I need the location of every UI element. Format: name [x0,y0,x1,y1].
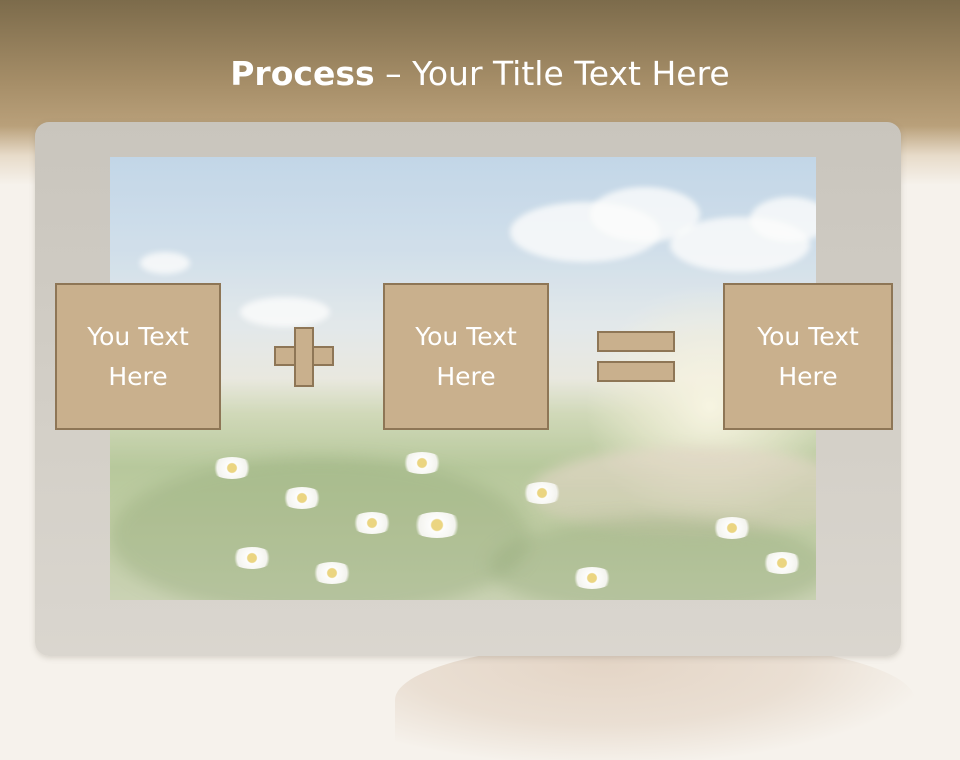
slide-title: Process – Your Title Text Here [0,52,960,96]
process-box-3[interactable]: You Text Here [723,283,893,430]
process-box-2[interactable]: You Text Here [383,283,549,430]
process-box-1-text: You Text Here [87,321,189,391]
meadow-photo [110,157,816,600]
process-box-2-text: You Text Here [415,321,517,391]
hand-image [395,640,915,760]
process-box-3-text: You Text Here [757,321,859,391]
process-box-1[interactable]: You Text Here [55,283,221,430]
title-text: – Your Title Text Here [374,54,730,93]
title-bold: Process [230,54,375,93]
